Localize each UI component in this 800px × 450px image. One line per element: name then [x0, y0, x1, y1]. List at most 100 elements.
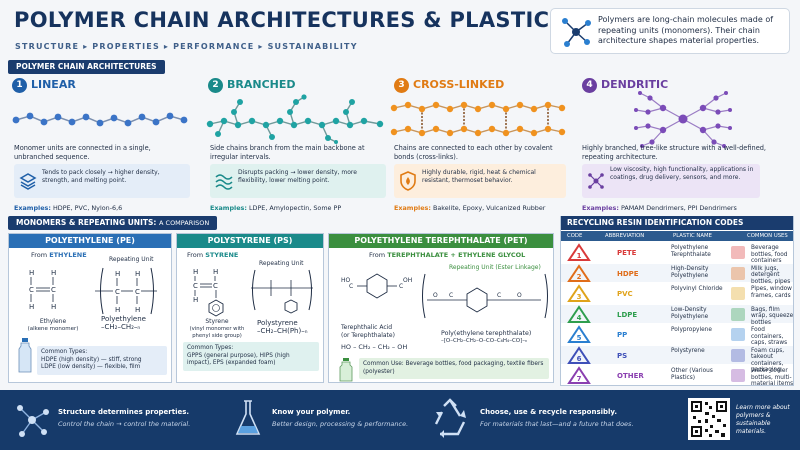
recycle-triangle-icon: 3 — [567, 284, 591, 302]
arch-desc-linear: Monomer units are connected in a single,… — [14, 144, 151, 161]
recycle-triangle-icon: 1 — [567, 243, 591, 261]
recycle-plastic-name: Other (Various Plastics) — [671, 368, 713, 381]
pe-header: POLYETHYLENE (PE) — [9, 234, 171, 248]
item-icon — [731, 246, 745, 259]
svg-text:C: C — [497, 292, 501, 299]
page-subtitle: STRUCTURE ▸ PROPERTIES ▸ PERFORMANCE ▸ S… — [15, 42, 358, 51]
recycle-triangle-icon: 2 — [567, 263, 591, 282]
svg-text:C: C — [135, 288, 140, 296]
footer-sub-2: Better design, processing & performance. — [272, 420, 409, 428]
recycle-plastic-name: Polyvinyl Chloride — [671, 286, 723, 292]
footer-text-3: Choose, use & recycle responsibly. — [480, 408, 617, 416]
recycle-abbr: PP — [617, 331, 628, 339]
arch-examples-dendritic: Examples: PAMAM Dendrimers, PPI Dendrime… — [582, 204, 737, 212]
svg-text:C: C — [193, 282, 198, 290]
svg-text:H: H — [135, 270, 140, 278]
pet-acid: Terephthalic Acid(or Terephthalate) — [341, 324, 395, 339]
recycle-abbr: OTHER — [617, 372, 644, 380]
pet-panel: POLYETHYLENE TEREPHTHALATE (PET) From TE… — [328, 233, 554, 383]
intro-text: Polymers are long-chain molecules made o… — [598, 15, 774, 45]
ps-monomer: Styrene(vinyl monomer with phenyl side g… — [189, 318, 245, 339]
recycle-code: 6 — [577, 355, 582, 363]
recycle-code: 4 — [577, 314, 582, 322]
item-icon — [731, 328, 745, 341]
arch-desc-branched: Side chains branch from the main backbon… — [210, 144, 365, 161]
pet-uses: Common Use: Beverage bottles, food packa… — [359, 358, 549, 379]
recycle-plastic-name: Polypropylene — [671, 327, 712, 333]
recycle-abbr: LDPE — [617, 310, 638, 319]
recycling-title: RECYCLING RESIN IDENTIFICATION CODES — [561, 216, 793, 230]
svg-text:OH: OH — [403, 277, 412, 284]
svg-text:H: H — [115, 306, 120, 314]
recycle-plastic-name: Polystyrene — [671, 347, 705, 354]
linear-chain-diagram — [12, 112, 188, 127]
item-icon — [731, 348, 745, 362]
page-title: POLYMER CHAIN ARCHITECTURES & PLASTICS — [14, 8, 566, 32]
ps-panel: POLYSTYRENE (PS) From STYRENE Repeating … — [176, 233, 324, 383]
recycle-code: 1 — [577, 252, 582, 260]
recycle-plastic-name: Polyethylene Terephthalate — [671, 245, 711, 258]
molecule-footer-icon — [17, 405, 49, 437]
footer-sub-1: Control the chain → control the material… — [58, 420, 191, 428]
pet-polymer: Poly(ethylene terephthalate)–[O–CH₂–CH₂–… — [441, 330, 532, 344]
recycle-code: 2 — [577, 273, 582, 281]
pe-monomer: Ethylene(alkene monomer) — [27, 318, 79, 332]
footer-text-2: Know your polymer. — [272, 408, 351, 416]
pe-panel: POLYETHYLENE (PE) From ETHYLENE Repeatin… — [8, 233, 172, 383]
recycle-code: 3 — [577, 293, 582, 301]
flask-icon — [235, 400, 261, 435]
svg-text:H: H — [29, 303, 34, 311]
crosslinked-chain-diagram — [390, 101, 566, 137]
svg-text:H: H — [193, 268, 198, 276]
svg-text:O: O — [433, 292, 438, 299]
pe-polymer: Polyethylene–CH₂–CH₂–ₙ — [101, 315, 146, 331]
recycle-icon — [434, 398, 466, 438]
ps-polymer: Polystyrene–CH₂–CH(Ph)–ₙ — [257, 319, 308, 335]
svg-text:O: O — [517, 292, 522, 299]
dendritic-diagram — [634, 91, 732, 148]
recycling-header-row: CODE ABBREVIATION PLASTIC NAME COMMON US… — [561, 231, 793, 241]
arch-note-crosslinked: Highly durable, rigid, heat & chemical r… — [394, 164, 566, 198]
recycle-uses: Foam cups, takeout containers, packaging — [751, 347, 785, 374]
molecule-icon — [562, 18, 591, 47]
bottle-icon — [17, 338, 45, 376]
qr-code-icon[interactable] — [688, 398, 730, 440]
wave-icon — [215, 174, 233, 190]
network-icon — [588, 173, 604, 189]
recycle-plastic-name: Low-Density Polyethylene — [671, 306, 709, 320]
branched-chain-diagram — [206, 94, 384, 144]
svg-text:H: H — [135, 306, 140, 314]
svg-text:C: C — [349, 283, 353, 290]
svg-text:H: H — [29, 269, 34, 277]
item-icon — [731, 369, 745, 382]
arch-note-branched: Disrupts packing → lower density, more f… — [210, 164, 386, 198]
pet-glycol: HO – CH₂ – CH₂ – OH — [341, 343, 408, 351]
recycle-triangle-icon: 5 — [567, 325, 591, 343]
recycle-abbr: PS — [617, 351, 628, 360]
ps-repeat-label: Repeating Unit — [259, 260, 304, 267]
svg-text:C: C — [115, 288, 120, 296]
recycle-uses: Beverage bottles, food containers — [751, 245, 788, 264]
recycle-uses: Pipes, window frames, cards — [751, 286, 792, 299]
pe-from: From ETHYLENE — [31, 251, 87, 259]
recycle-uses: Milk jugs, detergent bottles, pipes — [751, 265, 791, 285]
item-icon — [731, 287, 745, 300]
pet-repeat-label: Repeating Unit (Ester Linkage) — [449, 264, 541, 271]
svg-text:C: C — [29, 286, 34, 294]
ps-from: From STYRENE — [187, 251, 239, 259]
recycle-abbr: HDPE — [617, 269, 639, 278]
svg-text:H: H — [115, 270, 120, 278]
section-header-architectures: POLYMER CHAIN ARCHITECTURES — [8, 60, 165, 74]
footer-learn-more[interactable]: Learn more about polymers & sustainable … — [736, 404, 790, 435]
